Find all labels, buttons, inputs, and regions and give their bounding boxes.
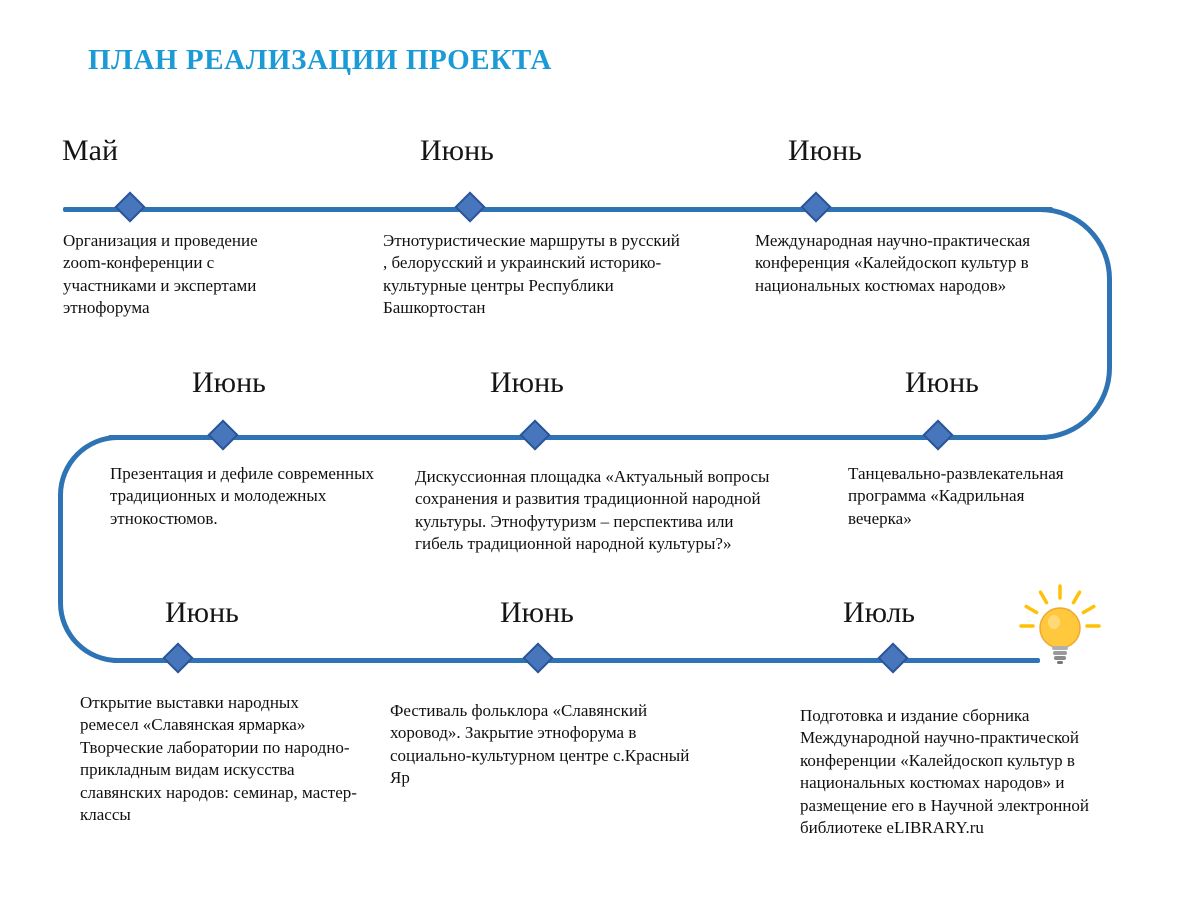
milestone-description: Подготовка и издание сборника Международ… (800, 706, 1090, 838)
milestone-description: Фестиваль фольклора «Славянский хоровод»… (390, 701, 690, 788)
milestone-description: Открытие выставки народных ремесел «Слав… (80, 693, 357, 825)
milestone-description: Танцевально-развлекательная программа «К… (848, 464, 1064, 528)
milestone-month: Июнь (788, 134, 862, 167)
milestone-marker (207, 419, 239, 451)
milestone-description: Этнотуристические маршруты в русский , б… (383, 231, 680, 318)
timeline-curve-right (1040, 207, 1112, 440)
milestone-marker (519, 419, 551, 451)
milestone-month: Июнь (490, 366, 564, 399)
milestone-month: Июнь (165, 596, 239, 629)
timeline-segment-row1 (63, 207, 1053, 212)
milestone-month: Июнь (192, 366, 266, 399)
milestone-marker (800, 191, 832, 223)
milestone-marker (522, 642, 554, 674)
milestone-month: Июнь (500, 596, 574, 629)
milestone-month: Июль (843, 596, 915, 629)
milestone-marker (877, 642, 909, 674)
timeline-curve-left (58, 435, 118, 663)
timeline-segment-row2 (108, 435, 1048, 440)
page-title: ПЛАН РЕАЛИЗАЦИИ ПРОЕКТА (88, 44, 552, 76)
milestone-description: Международная научно-практическая конфер… (755, 231, 1031, 295)
milestone-marker (454, 191, 486, 223)
milestone-month: Июнь (905, 366, 979, 399)
milestone-marker (922, 419, 954, 451)
lightbulb-icon (1012, 580, 1102, 680)
milestone-month: Май (62, 134, 119, 167)
milestone-description: Дискуссионная площадка «Актуальный вопро… (415, 467, 770, 554)
milestone-description: Презентация и дефиле современных традици… (110, 464, 375, 528)
milestone-description: Организация и проведение zoom-конференци… (63, 231, 258, 318)
milestone-marker (114, 191, 146, 223)
milestone-month: Июнь (420, 134, 494, 167)
milestone-marker (162, 642, 194, 674)
timeline-segment-row3 (112, 658, 1040, 663)
